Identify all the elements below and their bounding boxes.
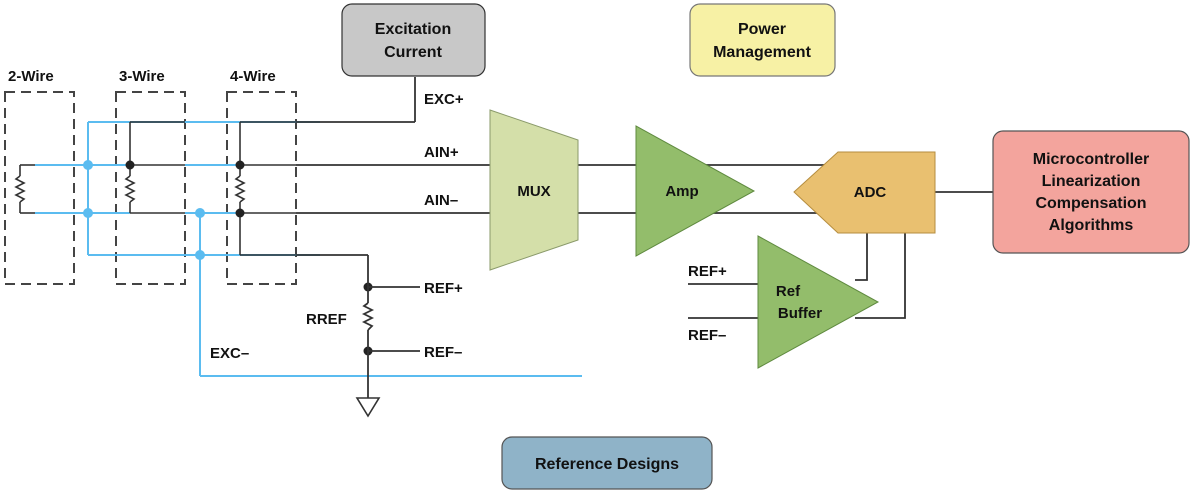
three-wire-label: 3-Wire [119, 68, 165, 85]
signal-lines [296, 77, 993, 398]
ref-buffer-label-line2: Buffer [778, 305, 822, 322]
exc-plus-label: EXC+ [424, 91, 464, 108]
mux-block [489, 109, 579, 271]
junction-dots [83, 160, 373, 356]
rtd-three-wire [124, 121, 185, 214]
rref-label: RREF [306, 311, 347, 328]
four-wire-label: 4-Wire [230, 68, 276, 85]
exc-minus-label: EXC– [210, 345, 249, 362]
buffer-ref-minus-label: REF– [688, 327, 726, 344]
ground-icon [355, 397, 381, 418]
mux-label: MUX [517, 183, 550, 200]
micro-label-line3: Compensation [1035, 195, 1146, 212]
ain-minus-label: AIN– [424, 192, 458, 209]
amp-block [635, 125, 756, 257]
amp-label: Amp [665, 183, 698, 200]
two-wire-label: 2-Wire [8, 68, 54, 85]
reference-designs-box[interactable] [501, 436, 713, 490]
excitation-label-line1: Excitation [375, 21, 451, 38]
micro-label-line4: Algorithms [1049, 217, 1134, 234]
micro-label-line1: Microcontroller [1033, 151, 1149, 168]
excitation-current-box[interactable] [341, 3, 486, 77]
ain-plus-label: AIN+ [424, 144, 459, 161]
ref-buffer-block [757, 235, 880, 369]
rtd-four-wire [234, 121, 296, 256]
four-wire-frame [226, 91, 297, 285]
adc-label: ADC [854, 184, 887, 201]
power-label-line1: Power [738, 21, 786, 38]
ref-plus-label: REF+ [424, 280, 463, 297]
reference-designs-label: Reference Designs [535, 456, 679, 473]
two-wire-frame [4, 91, 75, 285]
ref-buffer-label-line1: Ref [776, 283, 801, 300]
three-wire-frame [115, 91, 186, 285]
rtd-two-wire-resistor [14, 164, 35, 214]
excitation-label-line2: Current [384, 44, 442, 61]
adc-block [793, 151, 936, 234]
microcontroller-box[interactable] [992, 130, 1190, 254]
power-management-box[interactable] [689, 3, 836, 77]
buffer-ref-plus-label: REF+ [688, 263, 727, 280]
ref-minus-label: REF– [424, 344, 462, 361]
power-label-line2: Management [713, 44, 811, 61]
micro-label-line2: Linearization [1042, 173, 1141, 190]
